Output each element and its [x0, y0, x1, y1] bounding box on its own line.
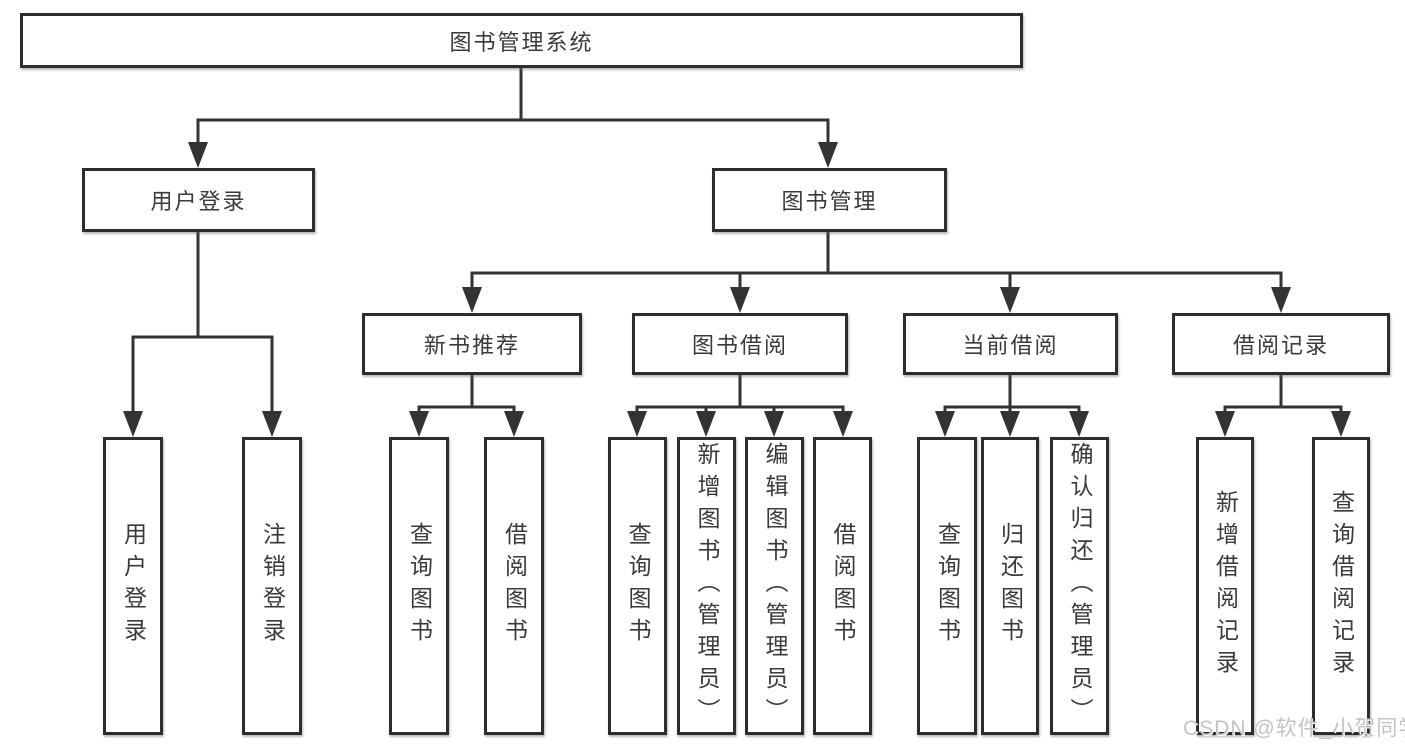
node-label: 新增借阅记录 [1212, 490, 1239, 682]
node-label: 查询借阅记录 [1328, 490, 1355, 682]
leaf-borrow-books-recommend: 借阅图书 [484, 437, 544, 735]
node-label: 用户登录 [150, 189, 247, 214]
node-label: 图书管理 [781, 189, 878, 214]
leaf-edit-books-admin: 编辑图书（管理员） [745, 437, 804, 735]
leaf-add-borrow-record: 新增借阅记录 [1196, 437, 1254, 735]
node-label: 图书管理系统 [449, 29, 594, 55]
leaf-return-books: 归还图书 [981, 437, 1039, 735]
node-label: 借阅图书 [830, 522, 856, 650]
node-book-management: 图书管理 [712, 168, 947, 232]
node-borrow-records: 借阅记录 [1172, 313, 1390, 375]
node-label: 编辑图书（管理员） [762, 442, 788, 730]
node-root: 图书管理系统 [20, 13, 1023, 68]
node-label: 借阅图书 [501, 522, 528, 650]
leaf-confirm-return-admin: 确认归还（管理员） [1050, 437, 1109, 735]
leaf-borrow-books: 借阅图书 [813, 437, 872, 735]
node-label: 新书推荐 [423, 333, 520, 358]
node-new-book-recommend: 新书推荐 [362, 313, 582, 375]
leaf-logout: 注销登录 [242, 437, 302, 735]
node-label: 查询图书 [625, 522, 651, 650]
leaf-user-login: 用户登录 [103, 437, 163, 735]
leaf-query-books-recommend: 查询图书 [389, 437, 449, 735]
node-label: 注销登录 [259, 522, 286, 650]
node-current-borrow: 当前借阅 [903, 313, 1118, 375]
node-label: 借阅记录 [1232, 333, 1329, 358]
node-label: 新增图书（管理员） [694, 442, 720, 730]
node-user-login: 用户登录 [82, 168, 315, 232]
csdn-watermark: CSDN @软件_小贺同学 [1183, 717, 1405, 740]
node-label: 图书借阅 [691, 333, 788, 358]
node-book-borrow: 图书借阅 [632, 313, 848, 375]
leaf-query-books-current: 查询图书 [917, 437, 977, 735]
leaf-add-books-admin: 新增图书（管理员） [677, 437, 736, 735]
node-label: 用户登录 [120, 522, 147, 650]
node-label: 查询图书 [406, 522, 433, 650]
node-label: 确认归还（管理员） [1067, 442, 1093, 730]
leaf-query-books-borrow: 查询图书 [608, 437, 667, 735]
node-label: 归还图书 [997, 522, 1024, 650]
node-label: 查询图书 [934, 522, 961, 650]
leaf-query-borrow-record: 查询借阅记录 [1312, 437, 1370, 735]
node-label: 当前借阅 [962, 333, 1059, 358]
